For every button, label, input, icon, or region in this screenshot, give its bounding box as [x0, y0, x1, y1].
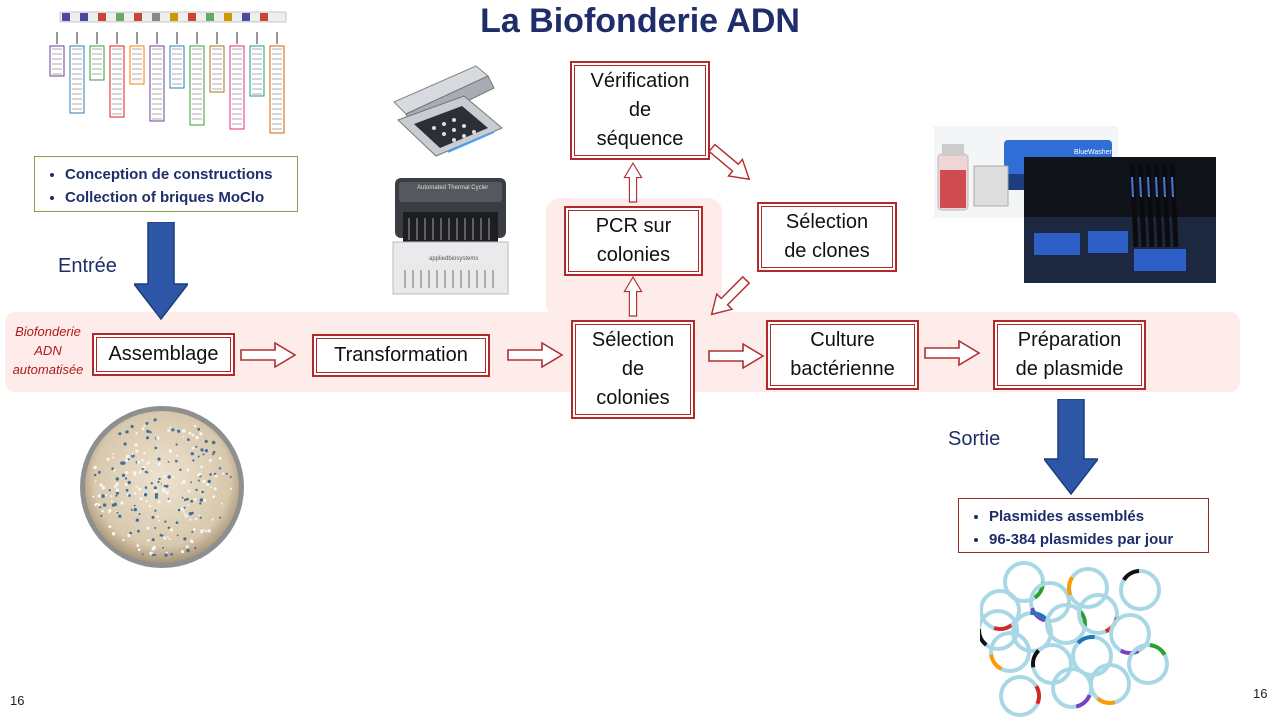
step-label: Sélection: [591, 329, 675, 351]
step-culture: Culture bactérienne: [766, 320, 919, 390]
page-title: La Biofonderie ADN: [480, 2, 800, 40]
brand-label: appliedbiosystems: [429, 256, 479, 262]
step-label: de: [628, 99, 652, 121]
thermal-cycler-open-image: [393, 65, 503, 157]
flow-arrow-icon: [704, 139, 757, 189]
step-label: Sélection: [785, 211, 869, 233]
step-transformation: Transformation: [312, 334, 490, 377]
output-item: Plasmides assemblés: [989, 505, 1198, 528]
step-label: colonies: [596, 387, 670, 409]
petri-dish-image: [80, 406, 244, 568]
washer-label: BlueWasher: [1074, 149, 1113, 156]
moclo-parts-diagram: [49, 11, 287, 134]
input-arrow-icon: [134, 222, 188, 320]
step-label: PCR sur: [595, 215, 672, 237]
page-number: 16: [1253, 686, 1268, 701]
side-label: Biofonderie ADN automatisée: [2, 322, 94, 379]
input-label: Entrée: [58, 255, 117, 277]
plasmids-image: [980, 561, 1169, 717]
step-pcr: PCR sur colonies: [564, 206, 703, 276]
step-selection-colonies: Sélection de colonies: [571, 320, 695, 419]
page-number: 16: [10, 693, 25, 708]
step-assemblage: Assemblage: [92, 333, 235, 376]
step-label: colonies: [596, 244, 671, 266]
step-label: Préparation: [1017, 329, 1122, 351]
step-label: bactérienne: [790, 358, 895, 380]
step-label: de plasmide: [1015, 358, 1124, 380]
step-preparation: Préparation de plasmide: [993, 320, 1146, 390]
side-label-line: ADN: [34, 343, 62, 358]
output-arrow-icon: [1044, 399, 1098, 495]
step-verification: Vérification de séquence: [570, 61, 710, 160]
cycler-label: Automated Thermal Cycler: [417, 185, 489, 191]
side-label-line: Biofonderie: [15, 324, 81, 339]
flow-arrow-icon: [623, 162, 643, 203]
step-label: Transformation: [334, 344, 468, 366]
step-label: Culture: [810, 329, 875, 351]
output-item: 96-384 plasmides par jour: [989, 528, 1198, 551]
liquid-handler-image: [1024, 157, 1216, 283]
step-label: de clones: [784, 240, 870, 262]
thermal-cycler-closed-image: Automated Thermal Cycler appliedbiosyste…: [389, 172, 512, 298]
input-info-box: Conception de constructions Collection o…: [34, 156, 298, 212]
input-item: Conception de constructions: [65, 163, 287, 186]
step-label: de: [621, 358, 645, 380]
output-info-box: Plasmides assemblés 96-384 plasmides par…: [958, 498, 1209, 553]
side-label-line: automatisée: [12, 362, 84, 377]
step-selection-clones: Sélection de clones: [757, 202, 897, 272]
step-label: Assemblage: [108, 343, 219, 365]
step-label: Vérification: [590, 70, 690, 92]
input-item: Collection of briques MoClo: [65, 186, 287, 209]
step-label: séquence: [596, 128, 684, 150]
output-label: Sortie: [948, 428, 1001, 450]
